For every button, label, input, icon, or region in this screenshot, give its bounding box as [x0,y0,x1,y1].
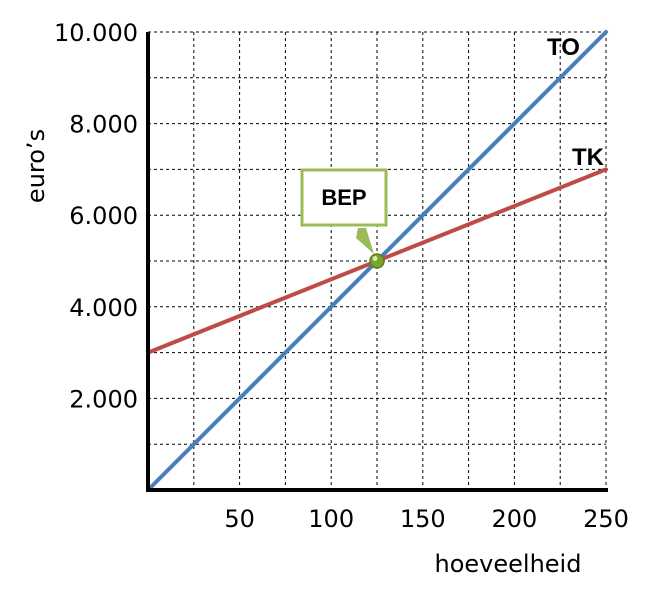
x-tick-labels: 50 100 150 200 250 [224,505,629,533]
x-tick-label: 100 [308,505,354,533]
axes [146,32,608,492]
bep-pointer-arrow [356,228,374,254]
x-tick-label: 250 [583,505,629,533]
x-tick-label: 200 [491,505,537,533]
y-tick-label: 4.000 [69,294,138,322]
series-label-to: TO [547,34,580,61]
y-tick-label: 10.000 [54,19,138,47]
bep-point-highlight [372,256,378,261]
y-tick-label: 8.000 [69,111,138,139]
series-label-tk: TK [572,144,605,171]
y-tick-labels: 2.000 4.000 6.000 8.000 10.000 [54,19,138,413]
x-tick-label: 150 [400,505,446,533]
bep-point [369,253,385,269]
x-tick-label: 50 [224,505,255,533]
bep-callout-box [300,168,388,227]
y-tick-label: 6.000 [69,202,138,230]
bep-points [369,253,385,269]
bep-callout: BEP [300,168,388,254]
x-axis-title: hoeveelheid [435,550,582,578]
bep-label: BEP [321,185,366,210]
y-axis-title: euro’s [22,129,50,203]
y-tick-label: 2.000 [69,385,138,413]
